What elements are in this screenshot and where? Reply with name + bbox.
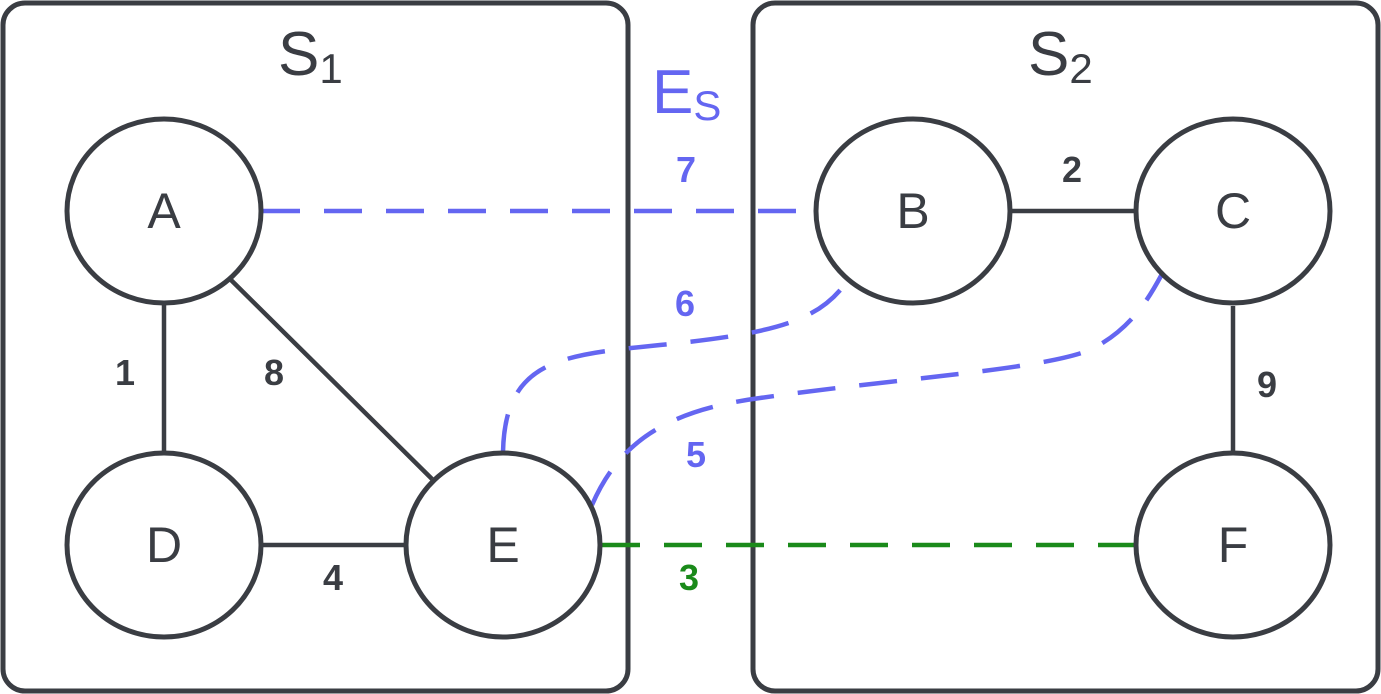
node-d-label: D xyxy=(146,517,182,573)
weight-c-f: 9 xyxy=(1257,364,1277,405)
node-c: C xyxy=(1133,116,1333,306)
weight-e-f: 3 xyxy=(679,557,699,598)
weight-b-c: 2 xyxy=(1062,149,1082,190)
node-a-label: A xyxy=(147,183,181,239)
weight-d-e: 4 xyxy=(323,557,343,598)
node-b: B xyxy=(813,116,1013,306)
weight-a-e: 8 xyxy=(264,352,284,393)
cut-edge-e-b xyxy=(500,278,850,453)
weight-a-d: 1 xyxy=(115,352,135,393)
set-s1-label: S1 xyxy=(278,20,343,92)
node-f-label: F xyxy=(1218,517,1249,573)
cut-edge-e-c xyxy=(589,272,1164,506)
node-d: D xyxy=(64,450,264,640)
cut-set-label: ES xyxy=(652,58,721,129)
node-f: F xyxy=(1133,450,1333,640)
node-a: A xyxy=(64,116,264,306)
node-e-label: E xyxy=(486,517,519,573)
node-b-label: B xyxy=(896,183,929,239)
node-e: E xyxy=(403,450,603,640)
weight-a-b: 7 xyxy=(676,149,696,190)
set-s2-label: S2 xyxy=(1028,20,1093,92)
weight-e-b: 6 xyxy=(675,283,695,324)
node-c-label: C xyxy=(1215,183,1251,239)
edge-a-e xyxy=(229,278,434,481)
weight-e-c: 5 xyxy=(686,434,706,475)
